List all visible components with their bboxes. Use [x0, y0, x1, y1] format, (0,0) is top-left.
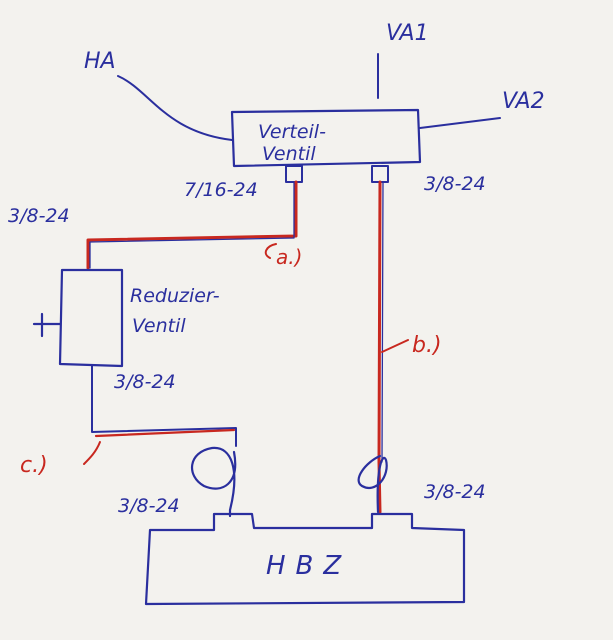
label-va1: VA1 [386, 21, 429, 46]
label-line-b: b.) [412, 333, 442, 358]
line-b-blue [381, 181, 384, 463]
va2-leader [419, 117, 501, 129]
line-b-marker [381, 339, 409, 353]
ha-leader [117, 75, 233, 141]
label-hbz-right-port: 3/8-24 [424, 481, 486, 503]
label-port-right: 3/8-24 [424, 173, 486, 195]
label-reduzier-top: 3/8-24 [8, 205, 70, 227]
label-reduzier-bottom: 3/8-24 [114, 371, 176, 393]
label-ha: HA [84, 49, 116, 74]
port-left [285, 165, 303, 183]
line-b-red [377, 180, 382, 514]
label-hbz-left-port: 3/8-24 [118, 495, 180, 517]
port-right [371, 165, 389, 183]
label-reduzier-2: Ventil [132, 315, 186, 337]
line-a-blue [89, 181, 295, 269]
hbz-box [144, 512, 466, 606]
verteilventil-box [230, 108, 422, 168]
line-a-marker [264, 243, 277, 259]
line-a-red [86, 180, 298, 270]
label-va2: VA2 [502, 89, 545, 114]
line-c-loop [190, 446, 237, 518]
label-verteil-2: Ventil [262, 143, 316, 165]
label-reduzier-1: Reduzier- [130, 285, 220, 307]
label-line-c: c.) [20, 453, 48, 478]
label-line-a: a.) [276, 245, 302, 269]
label-port-left: 7/16-24 [184, 179, 258, 201]
line-c-marker [83, 441, 101, 465]
reduzierventil-handle [32, 312, 62, 338]
line-c-red [94, 428, 236, 438]
reduzierventil-box [58, 268, 124, 368]
line-c-blue [91, 365, 237, 447]
label-verteil-1: Verteil- [258, 121, 326, 143]
line-b-loop [357, 454, 388, 514]
label-hbz: HBZ [266, 551, 351, 581]
